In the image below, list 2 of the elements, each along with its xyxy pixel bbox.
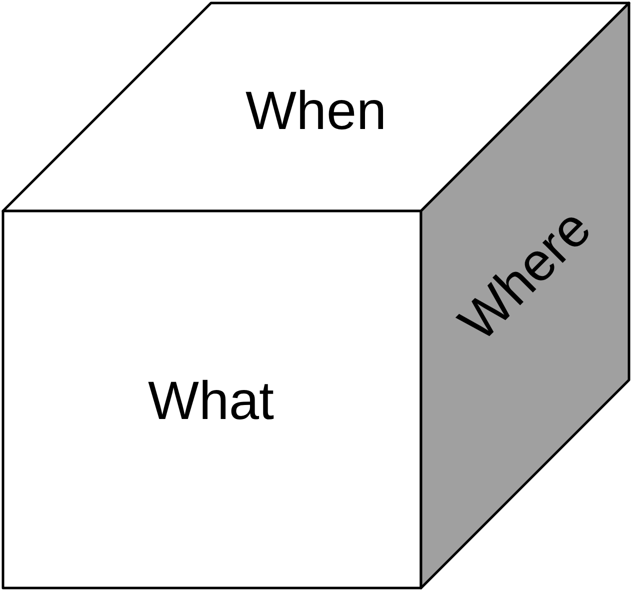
face-label: What — [148, 374, 274, 428]
face-label: When — [245, 84, 387, 138]
